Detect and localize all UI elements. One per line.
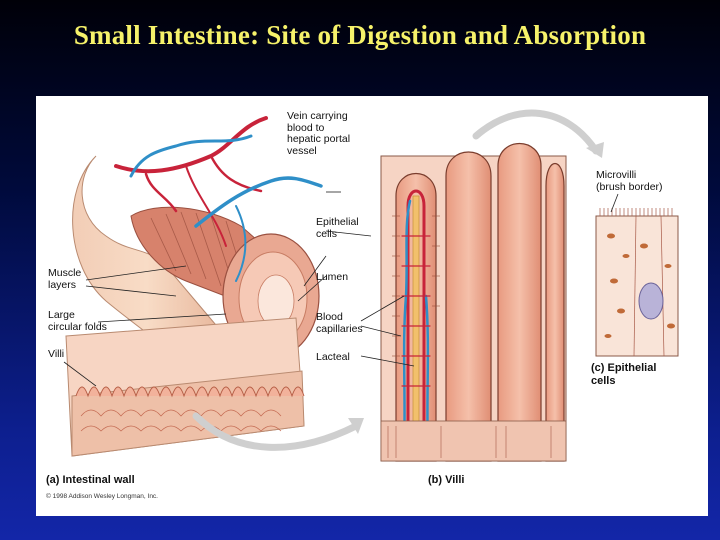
label-circular-folds: Large circular folds	[48, 310, 107, 333]
caption-villi: (b) Villi	[428, 474, 464, 486]
label-blood-capillaries: Blood capillaries	[316, 312, 363, 335]
copyright-notice: © 1998 Addison Wesley Longman, Inc.	[46, 493, 158, 500]
label-muscle-layers: Muscle layers	[48, 268, 81, 291]
caption-intestinal-wall: (a) Intestinal wall	[46, 474, 135, 486]
label-microvilli: Microvilli (brush border)	[596, 170, 663, 193]
caption-epithelial-cells: (c) Epithelial cells	[591, 362, 656, 388]
slide-title: Small Intestine: Site of Digestion and A…	[0, 20, 720, 51]
villi-block	[381, 144, 566, 462]
intestinal-tube	[66, 118, 321, 456]
label-vein: Vein carrying blood to hepatic portal ve…	[287, 111, 350, 157]
diagram-artwork	[36, 96, 708, 516]
label-lacteal: Lacteal	[316, 352, 350, 364]
label-lumen: Lumen	[316, 272, 348, 284]
epithelial-cells	[596, 208, 678, 356]
label-villi: Villi	[48, 349, 64, 361]
label-epithelial-cells: Epithelial cells	[316, 217, 359, 240]
intestine-diagram: Vein carrying blood to hepatic portal ve…	[36, 96, 708, 516]
